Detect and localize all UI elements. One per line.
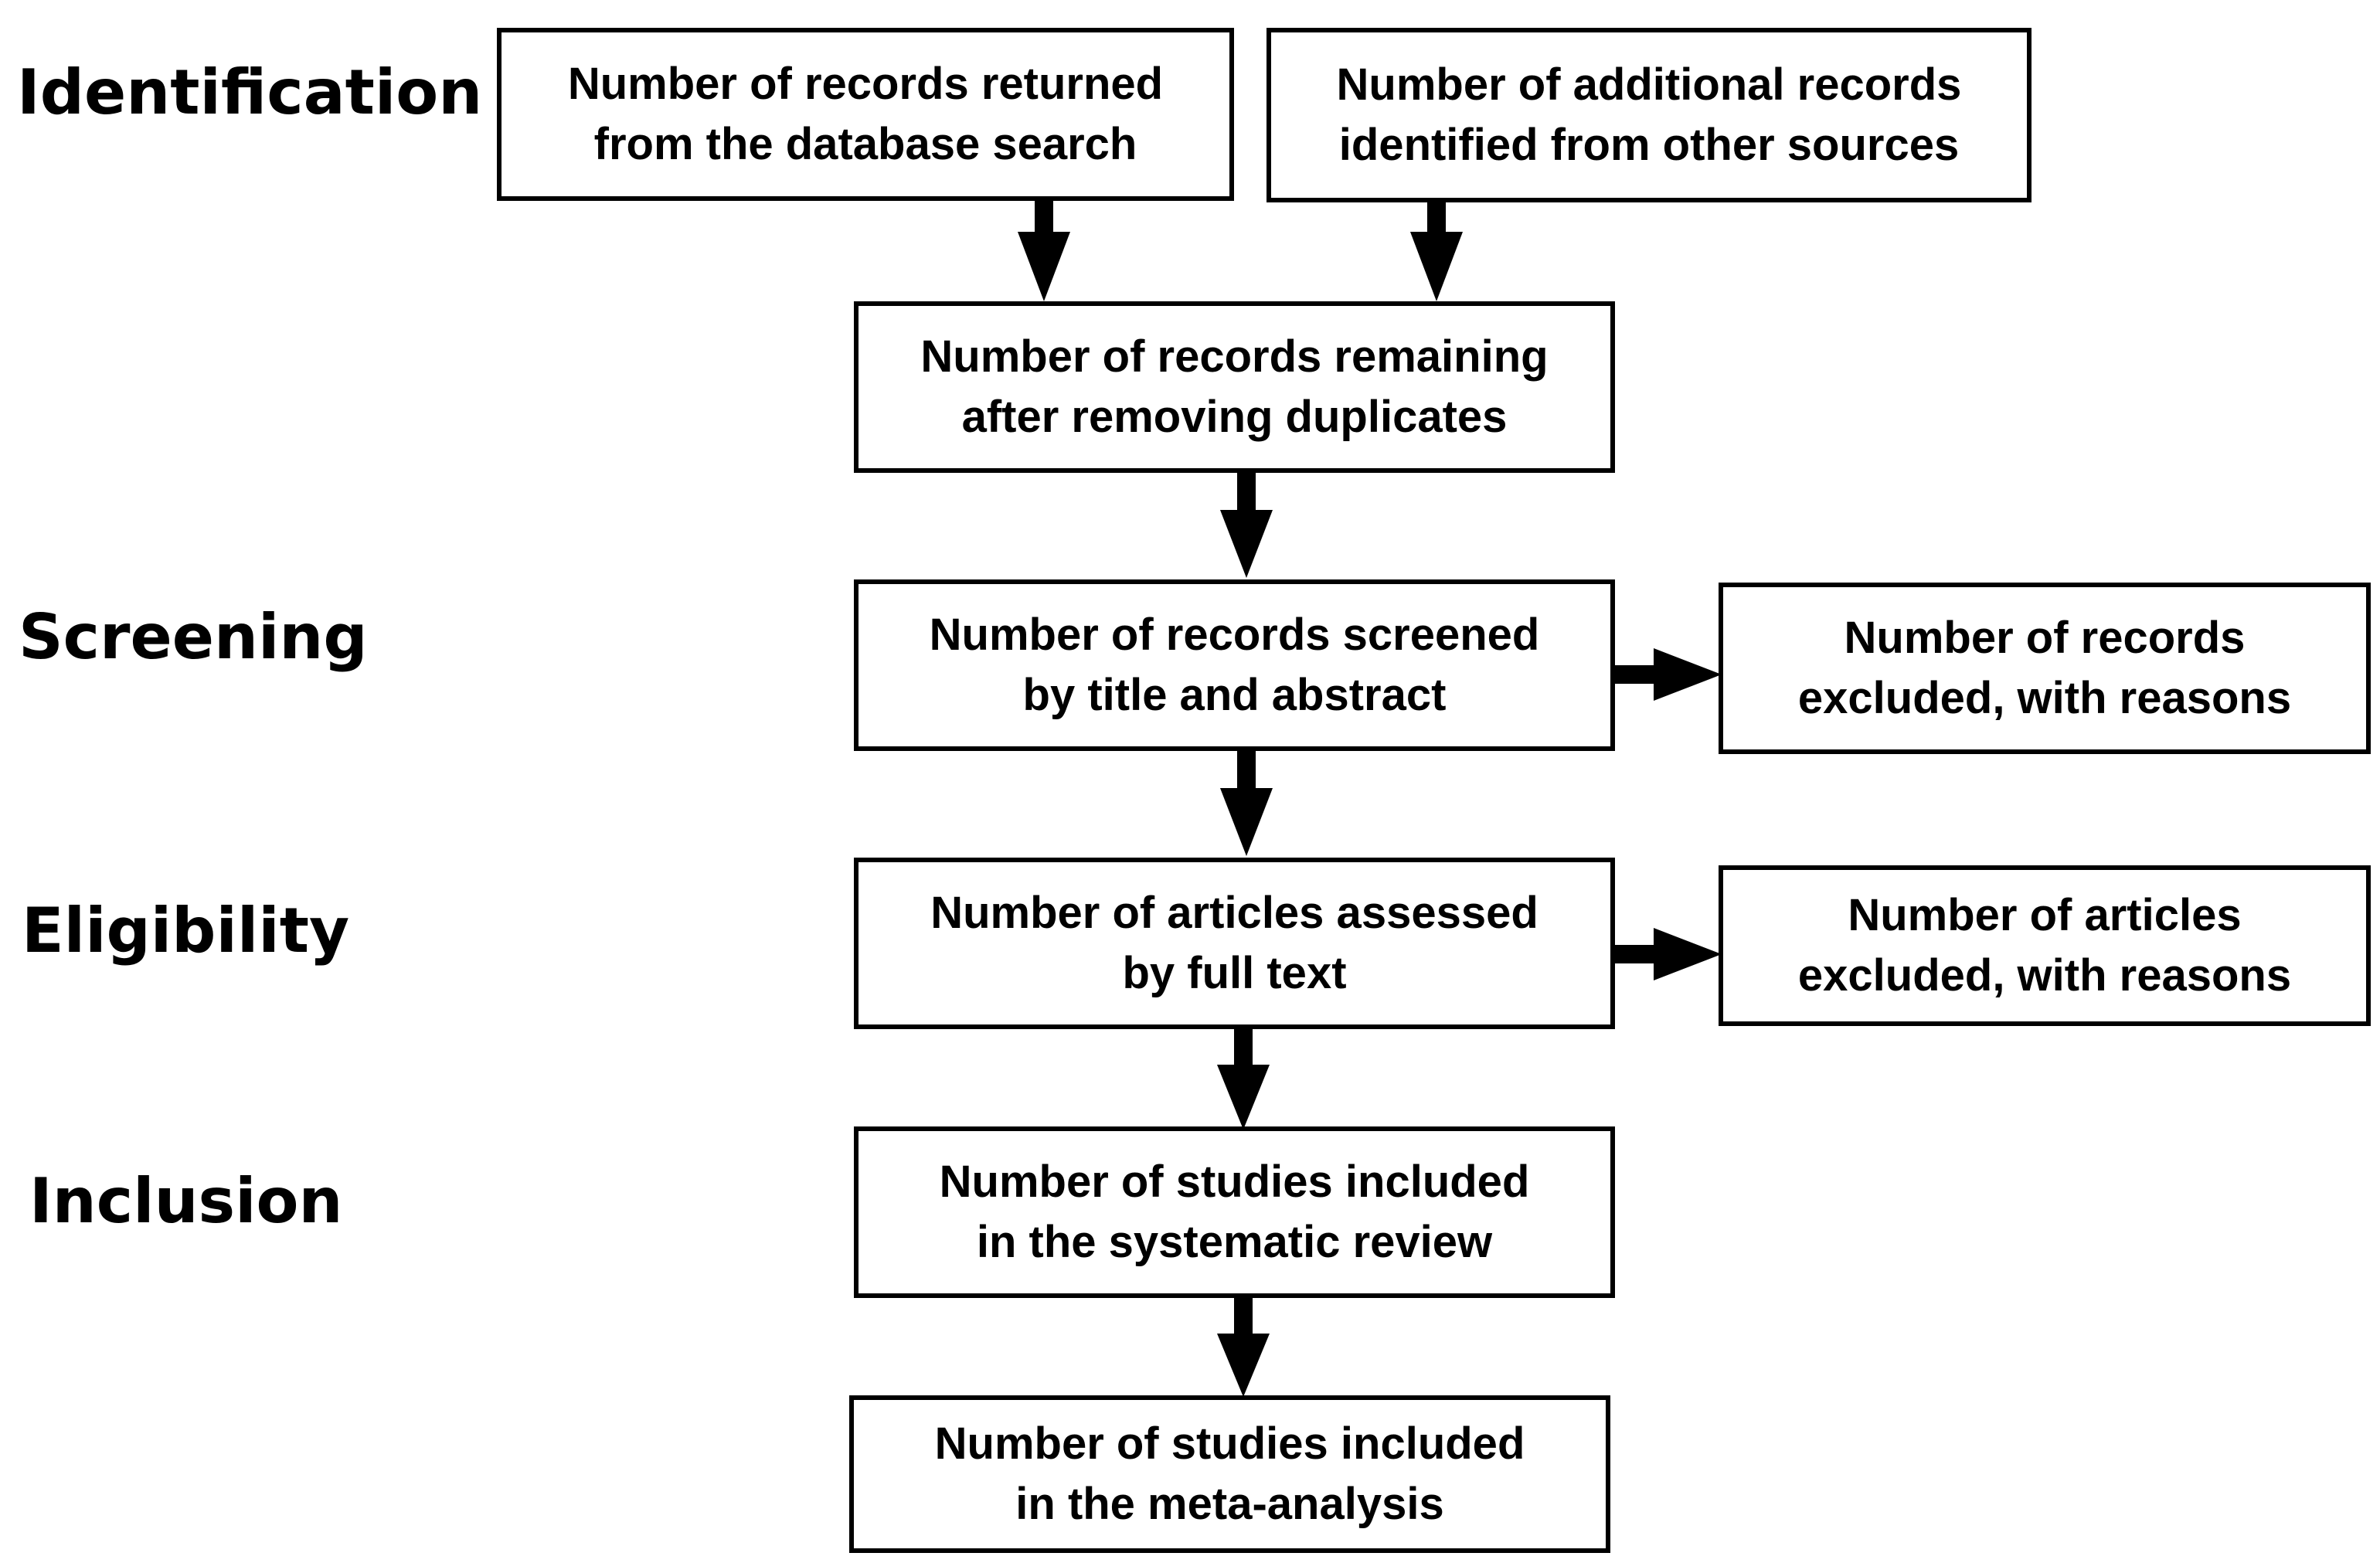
full-text-line-1: Number of articles assessed bbox=[930, 888, 1538, 938]
full-text-box: Number of articles assessed by full text bbox=[854, 858, 1615, 1029]
systematic-review-line-2: in the systematic review bbox=[976, 1217, 1493, 1267]
meta-analysis-line-2: in the meta-analysis bbox=[1015, 1479, 1444, 1529]
arrow-review-to-meta bbox=[1234, 1298, 1253, 1338]
meta-analysis-box: Number of studies included in the meta-a… bbox=[849, 1395, 1610, 1553]
screened-line-2: by title and abstract bbox=[1022, 670, 1447, 720]
arrowhead-dedup-to-screened bbox=[1220, 510, 1273, 578]
arrow-fulltext-to-excluded bbox=[1613, 945, 1657, 963]
arrow-dedup-to-screened bbox=[1237, 471, 1256, 515]
arrowhead-database-to-dedup bbox=[1018, 232, 1070, 301]
stage-label-identification: Identification bbox=[17, 56, 483, 128]
arrowhead-screened-to-excluded bbox=[1654, 648, 1722, 701]
arrow-fulltext-to-review bbox=[1234, 1026, 1253, 1069]
systematic-review-box: Number of studies included in the system… bbox=[854, 1126, 1615, 1298]
after-duplicates-line-1: Number of records remaining bbox=[920, 331, 1549, 382]
other-sources-box: Number of additional records identified … bbox=[1266, 28, 2032, 202]
screened-box: Number of records screened by title and … bbox=[854, 579, 1615, 751]
after-duplicates-line-2: after removing duplicates bbox=[961, 392, 1508, 442]
articles-excluded-line-1: Number of articles bbox=[1848, 890, 2242, 940]
articles-excluded-line-2: excluded, with reasons bbox=[1797, 950, 2292, 1001]
stage-label-eligibility: Eligibility bbox=[22, 895, 350, 967]
stage-label-screening: Screening bbox=[19, 601, 368, 673]
arrowhead-fulltext-to-review bbox=[1217, 1065, 1270, 1130]
arrow-screened-to-excluded bbox=[1613, 665, 1657, 684]
screened-line-1: Number of records screened bbox=[929, 610, 1540, 660]
stage-label-inclusion: Inclusion bbox=[29, 1165, 343, 1237]
database-search-box: Number of records returned from the data… bbox=[497, 28, 1234, 201]
arrowhead-other-to-dedup bbox=[1410, 232, 1463, 301]
arrowhead-fulltext-to-excluded bbox=[1654, 928, 1722, 980]
meta-analysis-line-1: Number of studies included bbox=[934, 1419, 1525, 1469]
arrow-screened-to-fulltext bbox=[1237, 749, 1256, 791]
records-excluded-box: Number of records excluded, with reasons bbox=[1719, 583, 2371, 754]
articles-excluded-box: Number of articles excluded, with reason… bbox=[1719, 865, 2371, 1026]
systematic-review-line-1: Number of studies included bbox=[939, 1157, 1530, 1207]
full-text-line-2: by full text bbox=[1122, 948, 1347, 998]
database-search-line-1: Number of records returned bbox=[567, 59, 1164, 109]
arrowhead-review-to-meta bbox=[1217, 1334, 1270, 1397]
arrowhead-screened-to-fulltext bbox=[1220, 788, 1273, 856]
other-sources-line-2: identified from other sources bbox=[1338, 120, 1960, 170]
records-excluded-line-2: excluded, with reasons bbox=[1797, 673, 2292, 723]
after-duplicates-box: Number of records remaining after removi… bbox=[854, 301, 1615, 473]
other-sources-line-1: Number of additional records bbox=[1336, 59, 1962, 110]
database-search-line-2: from the database search bbox=[593, 119, 1137, 169]
records-excluded-line-1: Number of records bbox=[1844, 613, 2246, 663]
